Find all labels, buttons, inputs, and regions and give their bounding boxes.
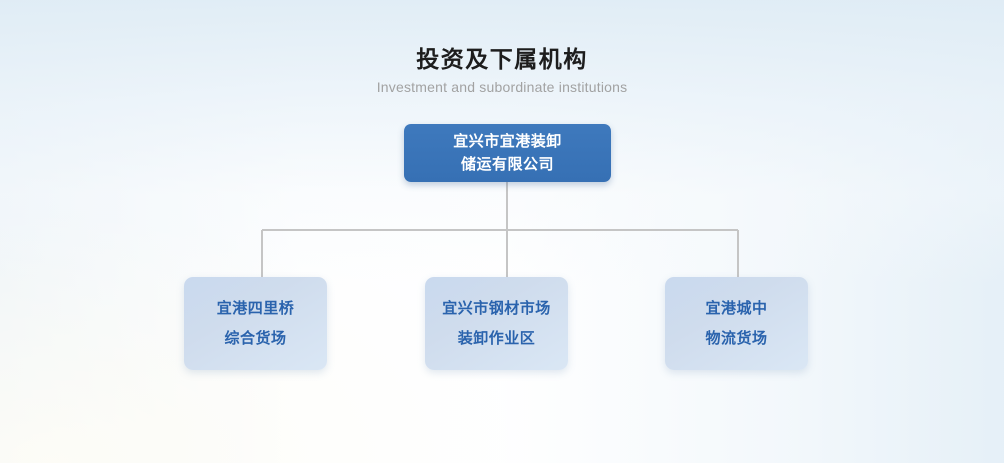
org-node-child-2[interactable]: 宜港城中 物流货场	[665, 277, 808, 370]
org-node-root-label: 宜兴市宜港装卸 储运有限公司	[453, 130, 562, 176]
org-node-child-2-label-line1: 宜港城中	[705, 299, 768, 317]
org-node-child-0-label-line1: 宜港四里桥	[216, 299, 295, 317]
org-node-root-label-line2: 储运有限公司	[460, 156, 554, 173]
chart-header: 投资及下属机构 Investment and subordinate insti…	[0, 44, 1004, 97]
org-node-child-0-label-line2: 综合货场	[224, 329, 287, 347]
page-title: 投资及下属机构	[416, 46, 588, 72]
org-node-child-1-label-line1: 宜兴市钢材市场	[442, 299, 551, 317]
page-subtitle: Investment and subordinate institutions	[376, 79, 628, 95]
org-node-child-2-label-line2: 物流货场	[705, 329, 768, 347]
org-node-child-1[interactable]: 宜兴市钢材市场 装卸作业区	[425, 277, 568, 370]
org-node-child-0-label: 宜港四里桥 综合货场	[217, 294, 295, 354]
org-node-root-label-line1: 宜兴市宜港装卸	[453, 133, 562, 150]
org-node-child-0[interactable]: 宜港四里桥 综合货场	[184, 277, 327, 370]
org-node-child-1-label: 宜兴市钢材市场 装卸作业区	[442, 294, 551, 354]
org-node-root[interactable]: 宜兴市宜港装卸 储运有限公司	[404, 124, 611, 182]
org-node-child-1-label-line2: 装卸作业区	[457, 329, 536, 347]
org-node-child-2-label: 宜港城中 物流货场	[705, 294, 767, 354]
